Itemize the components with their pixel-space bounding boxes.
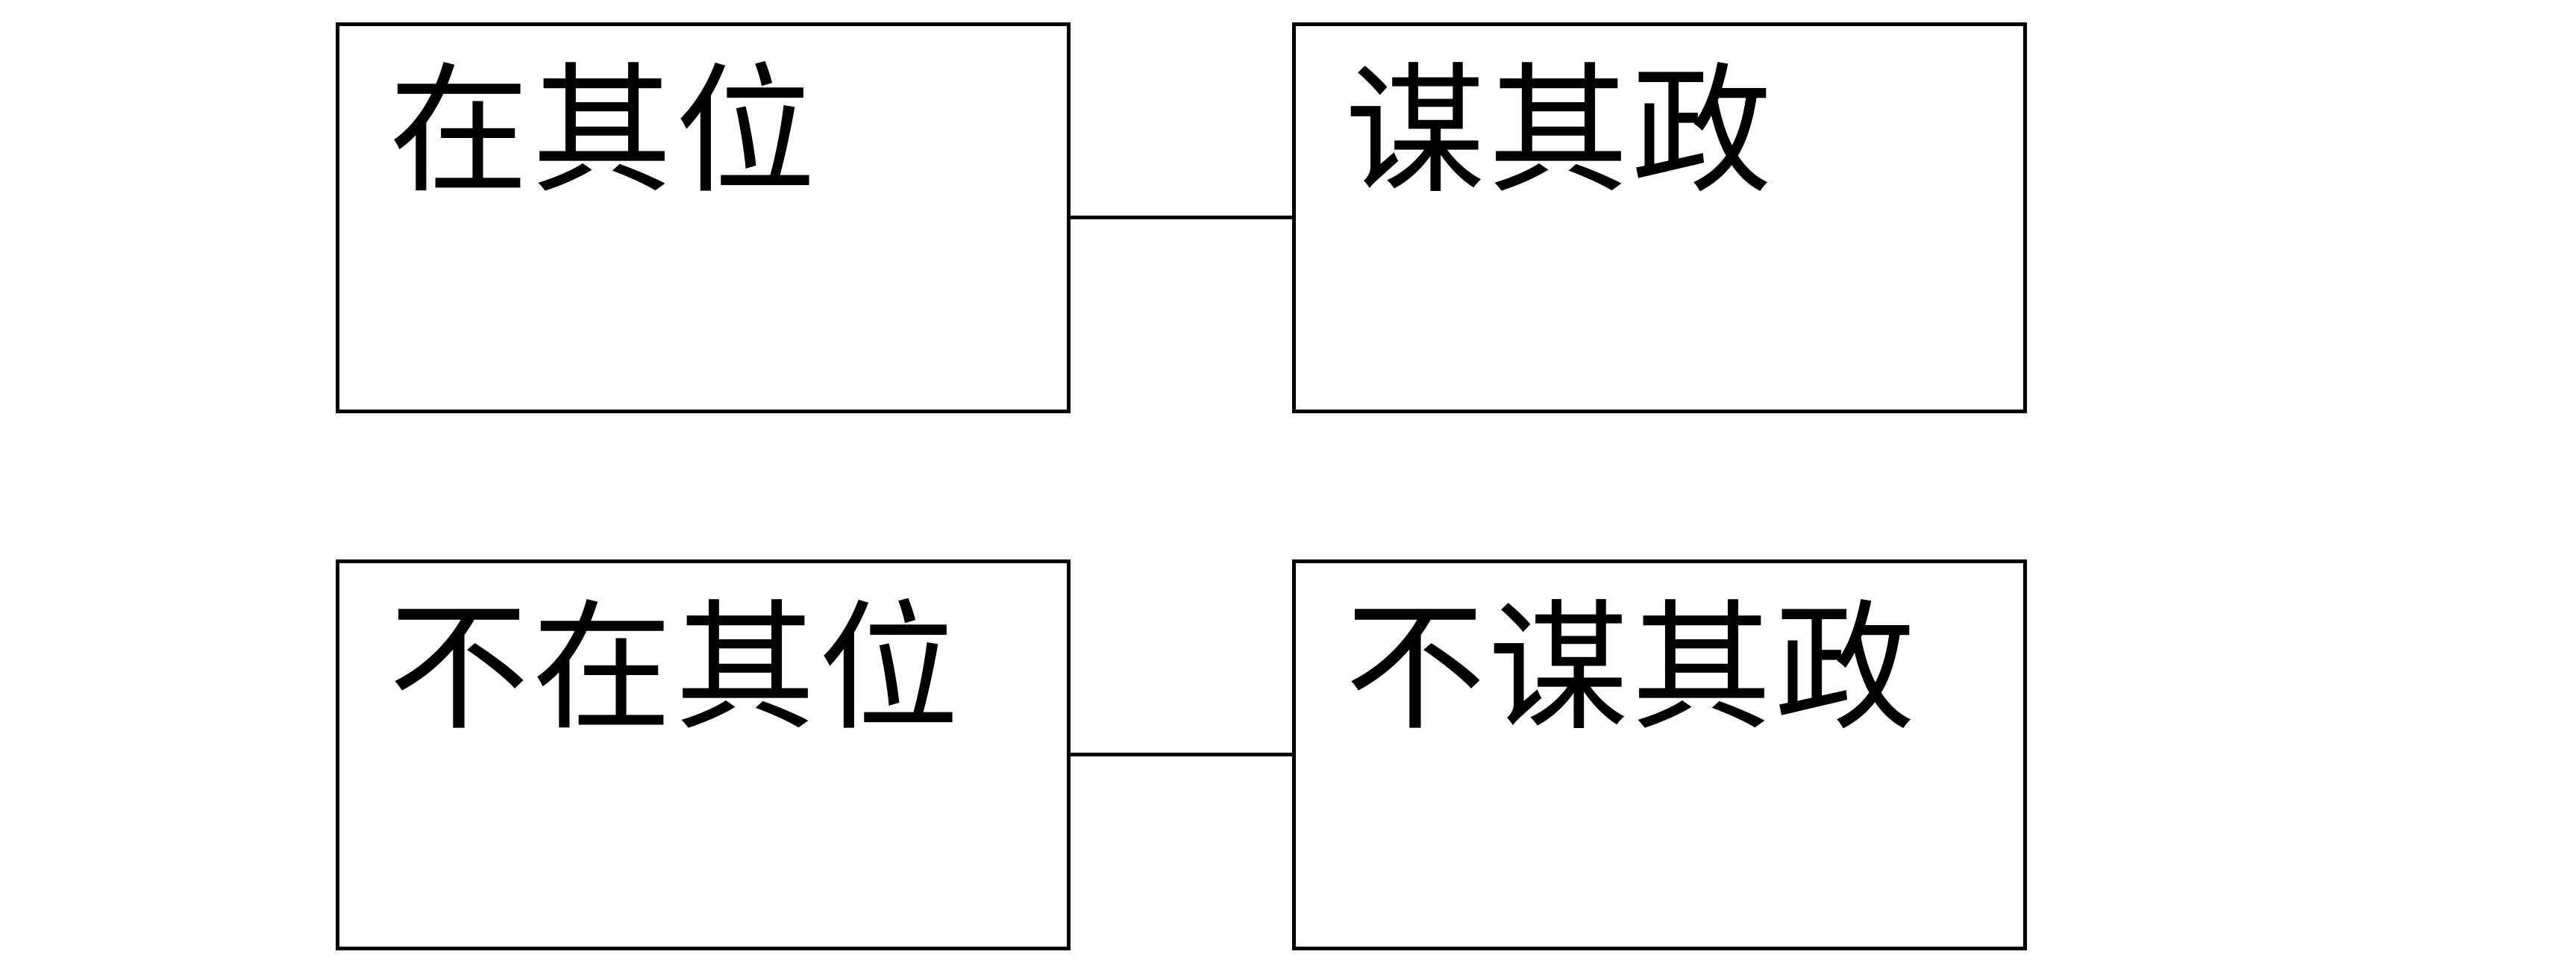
- box-in-position: 在其位: [336, 22, 1071, 413]
- box-not-in-position-text: 不在其位: [389, 587, 962, 750]
- connector-line-top: [1071, 216, 1292, 219]
- box-not-plan-affairs: 不谋其政: [1292, 559, 2027, 950]
- box-plan-affairs: 谋其政: [1292, 22, 2027, 413]
- box-plan-affairs-text: 谋其政: [1345, 50, 1775, 213]
- box-in-position-text: 在其位: [389, 50, 818, 213]
- connector-line-bottom: [1071, 753, 1292, 756]
- box-not-in-position: 不在其位: [336, 559, 1071, 950]
- box-not-plan-affairs-text: 不谋其政: [1345, 587, 1918, 750]
